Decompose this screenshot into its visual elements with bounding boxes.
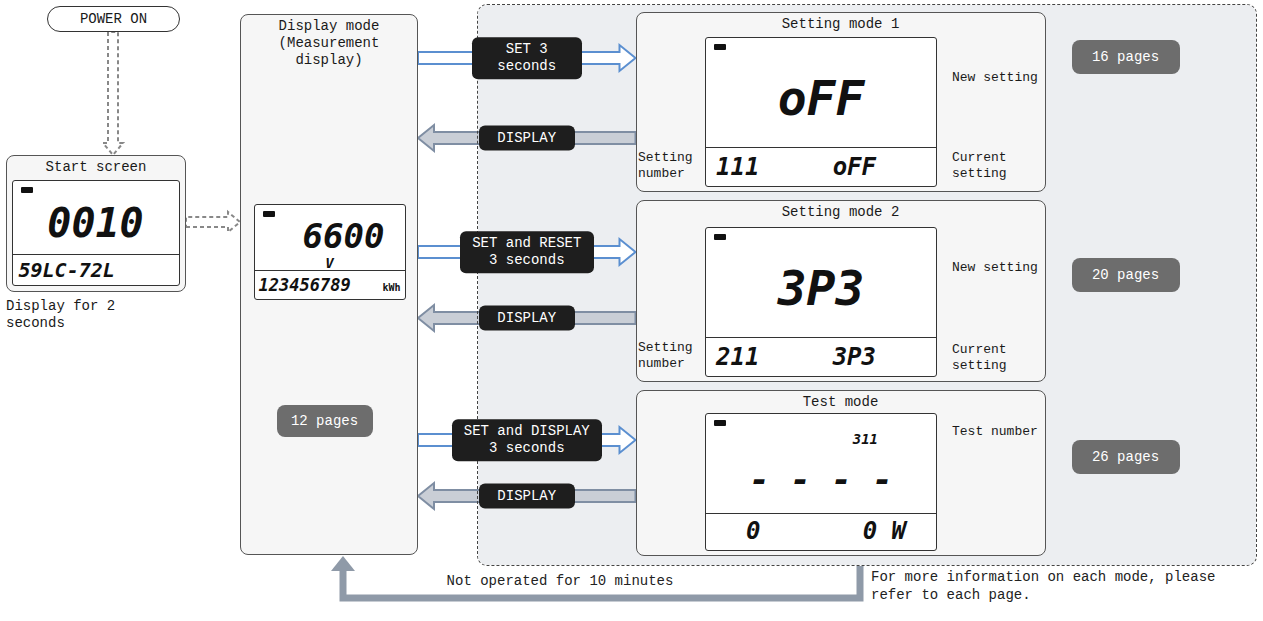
lcd-reading: 3P3 — [833, 345, 876, 369]
box-title: Setting mode 2 — [637, 201, 1045, 221]
lcd-reading: 6600 — [303, 219, 385, 253]
note-text: For more information on each mode, pleas… — [871, 569, 1251, 604]
mode-box: Setting mode 2 3P3 211 3P3 — [636, 200, 1046, 382]
timeout-arrow — [331, 556, 860, 598]
mode-arrow — [186, 212, 240, 232]
page-count: 12 pages — [277, 405, 373, 437]
lcd-reading: 59LC-72L — [19, 260, 115, 280]
lcd-reading: oFF — [833, 155, 876, 179]
lcd-reading: 311 — [853, 432, 878, 446]
pill-text: 12 pages — [291, 413, 358, 429]
lcd-panel: 311 - - - - 0 0 W — [705, 413, 937, 551]
pill-text: 16 pages — [1092, 49, 1159, 65]
pill-text: 26 pages — [1092, 449, 1159, 465]
key-label: SET and RESET 3 seconds — [460, 231, 594, 273]
lcd-reading: 0 — [746, 519, 760, 543]
mode-arrow — [418, 427, 636, 453]
lcd-icon — [21, 187, 33, 193]
mode-arrow — [418, 125, 636, 151]
lcd-reading: 211 — [716, 345, 759, 369]
key-label: DISPLAY — [479, 306, 575, 331]
mode-box: Setting mode 1 oFF 111 oFF — [636, 12, 1046, 192]
arrow-head — [331, 556, 355, 571]
pill-text: 20 pages — [1092, 267, 1159, 283]
lcd-reading: oFF — [706, 74, 936, 122]
lcd-reading: 111 — [716, 155, 759, 179]
start-pill: POWER ON — [47, 6, 180, 32]
lcd-icon — [714, 234, 726, 240]
mode-box: Display mode (Measurement display) 6600V 1… — [240, 14, 418, 555]
mode-arrow — [418, 305, 636, 331]
lcd-icon — [714, 44, 726, 50]
key-label: DISPLAY — [479, 126, 575, 151]
block-arrow — [103, 32, 123, 155]
mode-arrow — [418, 483, 636, 509]
box-title: Test mode — [637, 391, 1045, 411]
mode-box: Test mode 311 - - - - 0 0 W — [636, 390, 1046, 556]
group-ground — [478, 5, 1256, 565]
lcd-reading: kWh — [382, 283, 400, 293]
block-arrow — [418, 427, 636, 453]
key-label: SET 3 seconds — [472, 37, 582, 79]
block-arrow — [418, 483, 636, 509]
block-arrow — [418, 239, 636, 265]
lcd-panel: 6600V 123456789 kWh — [254, 204, 406, 300]
key-label: SET and DISPLAY 3 seconds — [452, 419, 602, 461]
lcd-reading: 123456789 — [259, 277, 351, 294]
block-arrow — [418, 305, 636, 331]
lcd-reading: 3P3 — [706, 264, 936, 312]
lcd-reading: - - - - — [706, 462, 936, 496]
lcd-panel: oFF 111 oFF — [705, 37, 937, 187]
block-arrow — [418, 125, 636, 151]
box-title: Start screen — [7, 156, 185, 176]
screen-box: Start screen 0010 59LC-72L — [6, 155, 186, 292]
lcd-icon — [263, 211, 275, 217]
page-count: 26 pages — [1072, 440, 1180, 474]
box-title: Display mode (Measurement display) — [241, 15, 417, 68]
lcd-reading: 0 W — [863, 519, 906, 543]
pill-text: POWER ON — [80, 11, 147, 27]
lcd-reading: 0010 — [13, 203, 179, 243]
mode-arrow — [418, 239, 636, 265]
mode-arrow — [103, 32, 123, 155]
box-title: Setting mode 1 — [637, 13, 1045, 33]
block-arrow — [418, 45, 636, 71]
page-count: 20 pages — [1072, 258, 1180, 292]
timeout-label: Not operated for 10 minutes — [443, 572, 678, 591]
timing-note: Display for 2 seconds — [6, 298, 176, 332]
lcd-reading: V — [255, 256, 405, 270]
key-label: DISPLAY — [479, 484, 575, 509]
page-count: 16 pages — [1072, 40, 1180, 74]
lcd-panel: 0010 59LC-72L — [12, 180, 180, 286]
block-arrow — [186, 212, 240, 232]
mode-group: For more information on each mode, pleas… — [477, 4, 1257, 566]
mode-arrow — [418, 45, 636, 71]
lcd-icon — [714, 420, 726, 426]
lcd-panel: 3P3 211 3P3 — [705, 227, 937, 377]
connector-line — [343, 566, 860, 598]
